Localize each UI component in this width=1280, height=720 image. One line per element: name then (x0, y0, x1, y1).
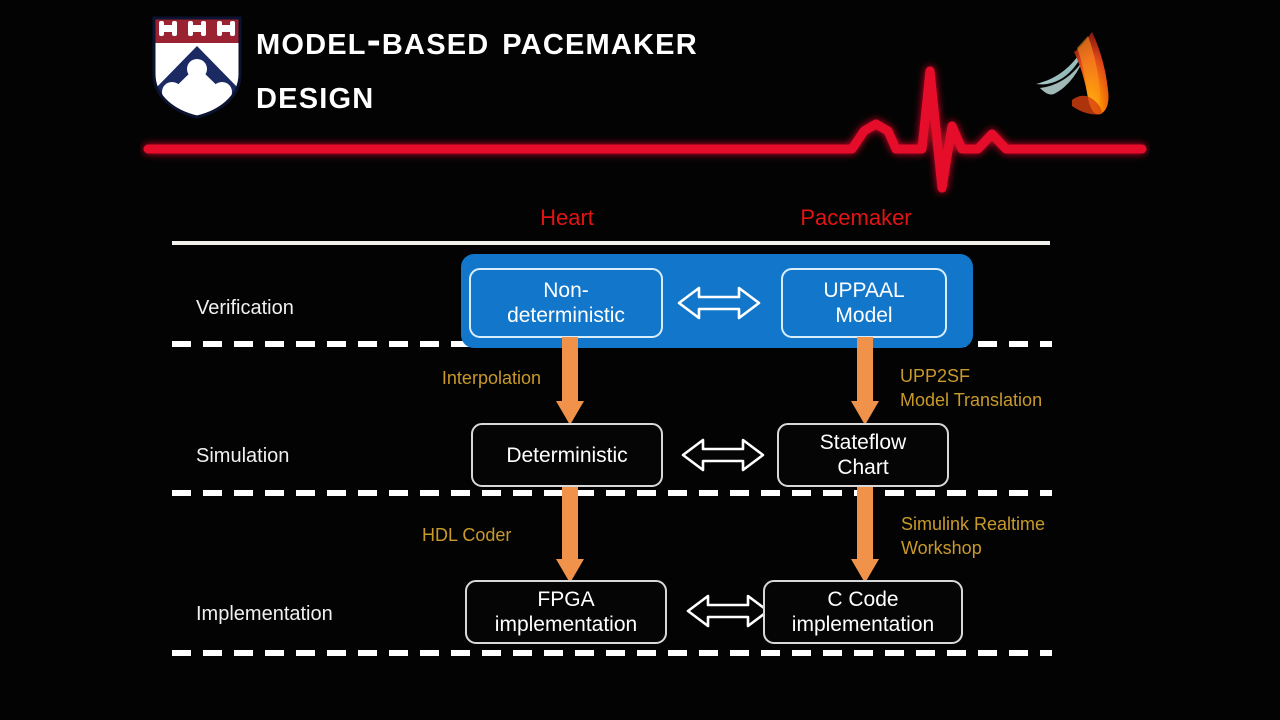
node-non-deterministic[interactable]: Non- deterministic (469, 268, 663, 338)
university-shield-logo (152, 16, 242, 119)
edge-label-simulink-realtime-workshop-line2: Workshop (901, 538, 982, 558)
edge-label-hdl-coder: HDL Coder (422, 523, 511, 547)
node-uppaal-model[interactable]: UPPAAL Model (781, 268, 947, 338)
bidirectional-equivalence-arrow-simulation (681, 438, 765, 472)
node-stateflow-chart-line2: Chart (837, 456, 889, 479)
column-header-heart: Heart (540, 205, 594, 230)
header-divider (172, 241, 1050, 245)
edge-label-interpolation-line1: Interpolation (441, 368, 541, 388)
row-label-implementation: Implementation (196, 603, 333, 625)
node-c-code-implementation[interactable]: C Code implementation (763, 580, 963, 644)
page-title: Model-based Pacemaker Design (256, 13, 916, 121)
title-line-1: Model-based Pacemaker (256, 16, 698, 63)
divider-simulation-implementation (172, 490, 1052, 496)
column-header-pacemaker: Pacemaker (800, 205, 912, 230)
node-non-deterministic-line2: deterministic (507, 304, 625, 327)
node-deterministic-line1: Deterministic (506, 443, 628, 467)
node-deterministic[interactable]: Deterministic (471, 423, 663, 487)
edge-label-hdl-coder-line1: HDL Coder (422, 525, 512, 545)
node-uppaal-model-line1: UPPAAL (823, 279, 905, 302)
edge-label-upp2sf: UPP2SF Model Translation (900, 364, 1042, 412)
node-stateflow-chart[interactable]: Stateflow Chart (777, 423, 949, 487)
node-fpga-implementation-line2: implementation (494, 613, 638, 636)
bidirectional-equivalence-arrow-implementation (686, 594, 770, 628)
row-label-simulation: Simulation (196, 445, 290, 467)
row-label-verification: Verification (196, 297, 294, 319)
edge-label-interpolation: Interpolation (421, 366, 541, 390)
downward-refinement-arrow-pacemaker-upp2sf (851, 337, 879, 425)
matlab-membrane-logo (1036, 32, 1109, 115)
edge-label-simulink-realtime-workshop: Simulink Realtime Workshop (901, 512, 1045, 560)
title-line-2: Design (256, 70, 375, 117)
ecg-waveform (143, 66, 1147, 193)
bidirectional-equivalence-arrow-verification (677, 286, 761, 320)
node-uppaal-model-line2: Model (835, 304, 893, 327)
node-c-code-implementation-line2: implementation (791, 613, 935, 636)
downward-refinement-arrow-pacemaker-simulink-rtw (851, 487, 879, 583)
divider-bottom (172, 650, 1052, 656)
edge-label-upp2sf-line2: Model Translation (900, 390, 1043, 410)
edge-label-simulink-realtime-workshop-line1: Simulink Realtime (901, 514, 1046, 534)
node-non-deterministic-line1: Non- (543, 279, 589, 302)
downward-refinement-arrow-heart-interpolation (556, 337, 584, 425)
downward-refinement-arrow-heart-hdl-coder (556, 487, 584, 583)
node-fpga-implementation[interactable]: FPGA implementation (465, 580, 667, 644)
edge-label-upp2sf-line1: UPP2SF (900, 366, 971, 386)
node-c-code-implementation-line1: C Code (827, 588, 899, 611)
node-fpga-implementation-line1: FPGA (537, 588, 595, 611)
node-stateflow-chart-line1: Stateflow (819, 431, 907, 454)
